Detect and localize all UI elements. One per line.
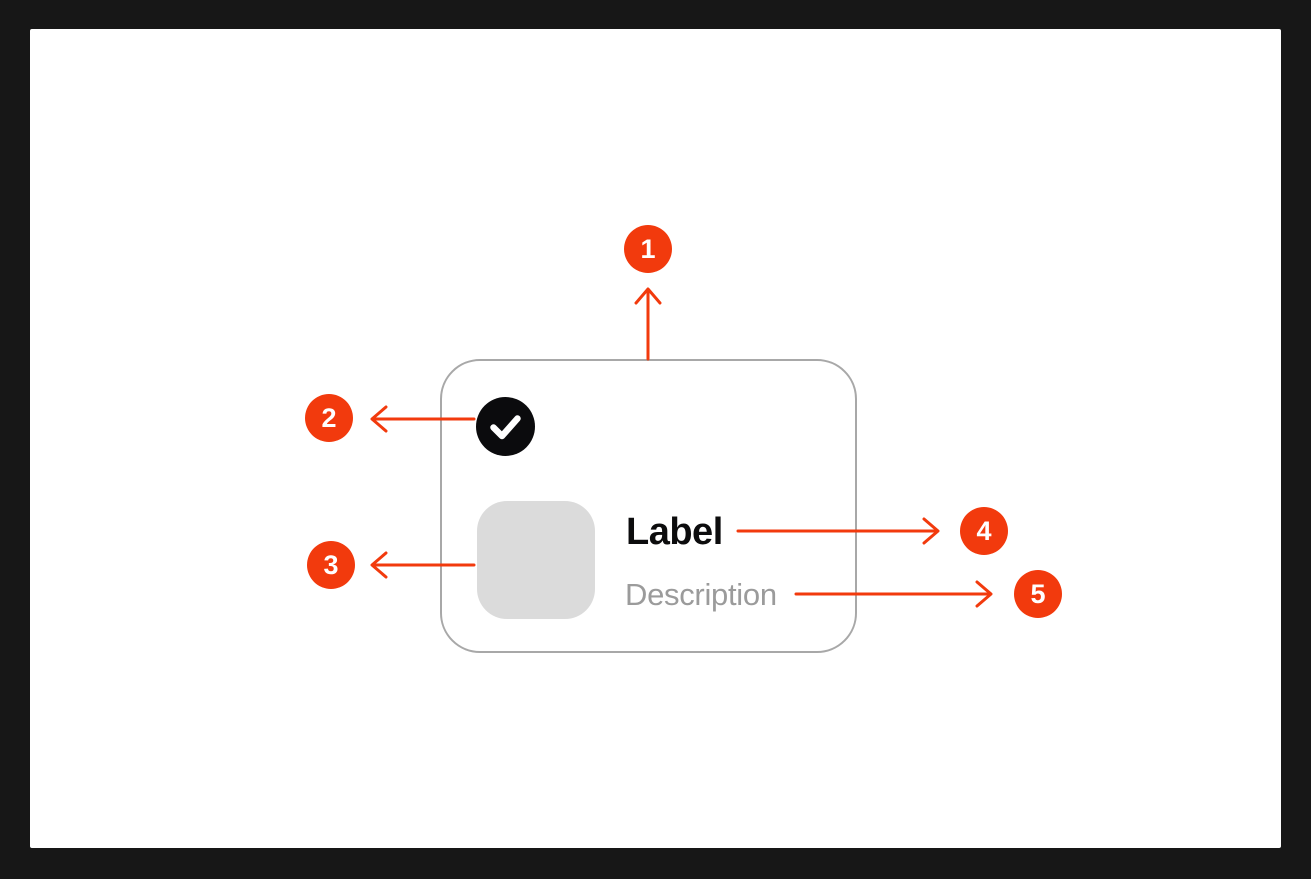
- image-placeholder: [477, 501, 595, 619]
- callout-badge-3: 3: [307, 541, 355, 589]
- item-label: Label: [626, 511, 723, 553]
- callout-badge-5: 5: [1014, 570, 1062, 618]
- callout-arrow-up-icon: [634, 287, 662, 361]
- checkmark-icon: [490, 415, 521, 440]
- callout-badge-4: 4: [960, 507, 1008, 555]
- selected-indicator: [476, 397, 535, 456]
- callout-badge-1: 1: [624, 225, 672, 273]
- callout-arrow-right-icon: [794, 580, 993, 608]
- callout-arrow-left-icon: [370, 405, 476, 433]
- callout-arrow-right-icon: [736, 517, 940, 545]
- callout-arrow-left-icon: [370, 551, 476, 579]
- list-item-card: Label Description: [440, 359, 857, 653]
- item-description: Description: [625, 577, 777, 612]
- callout-badge-2: 2: [305, 394, 353, 442]
- diagram-canvas: Label Description 1 2 3 4 5: [30, 29, 1281, 848]
